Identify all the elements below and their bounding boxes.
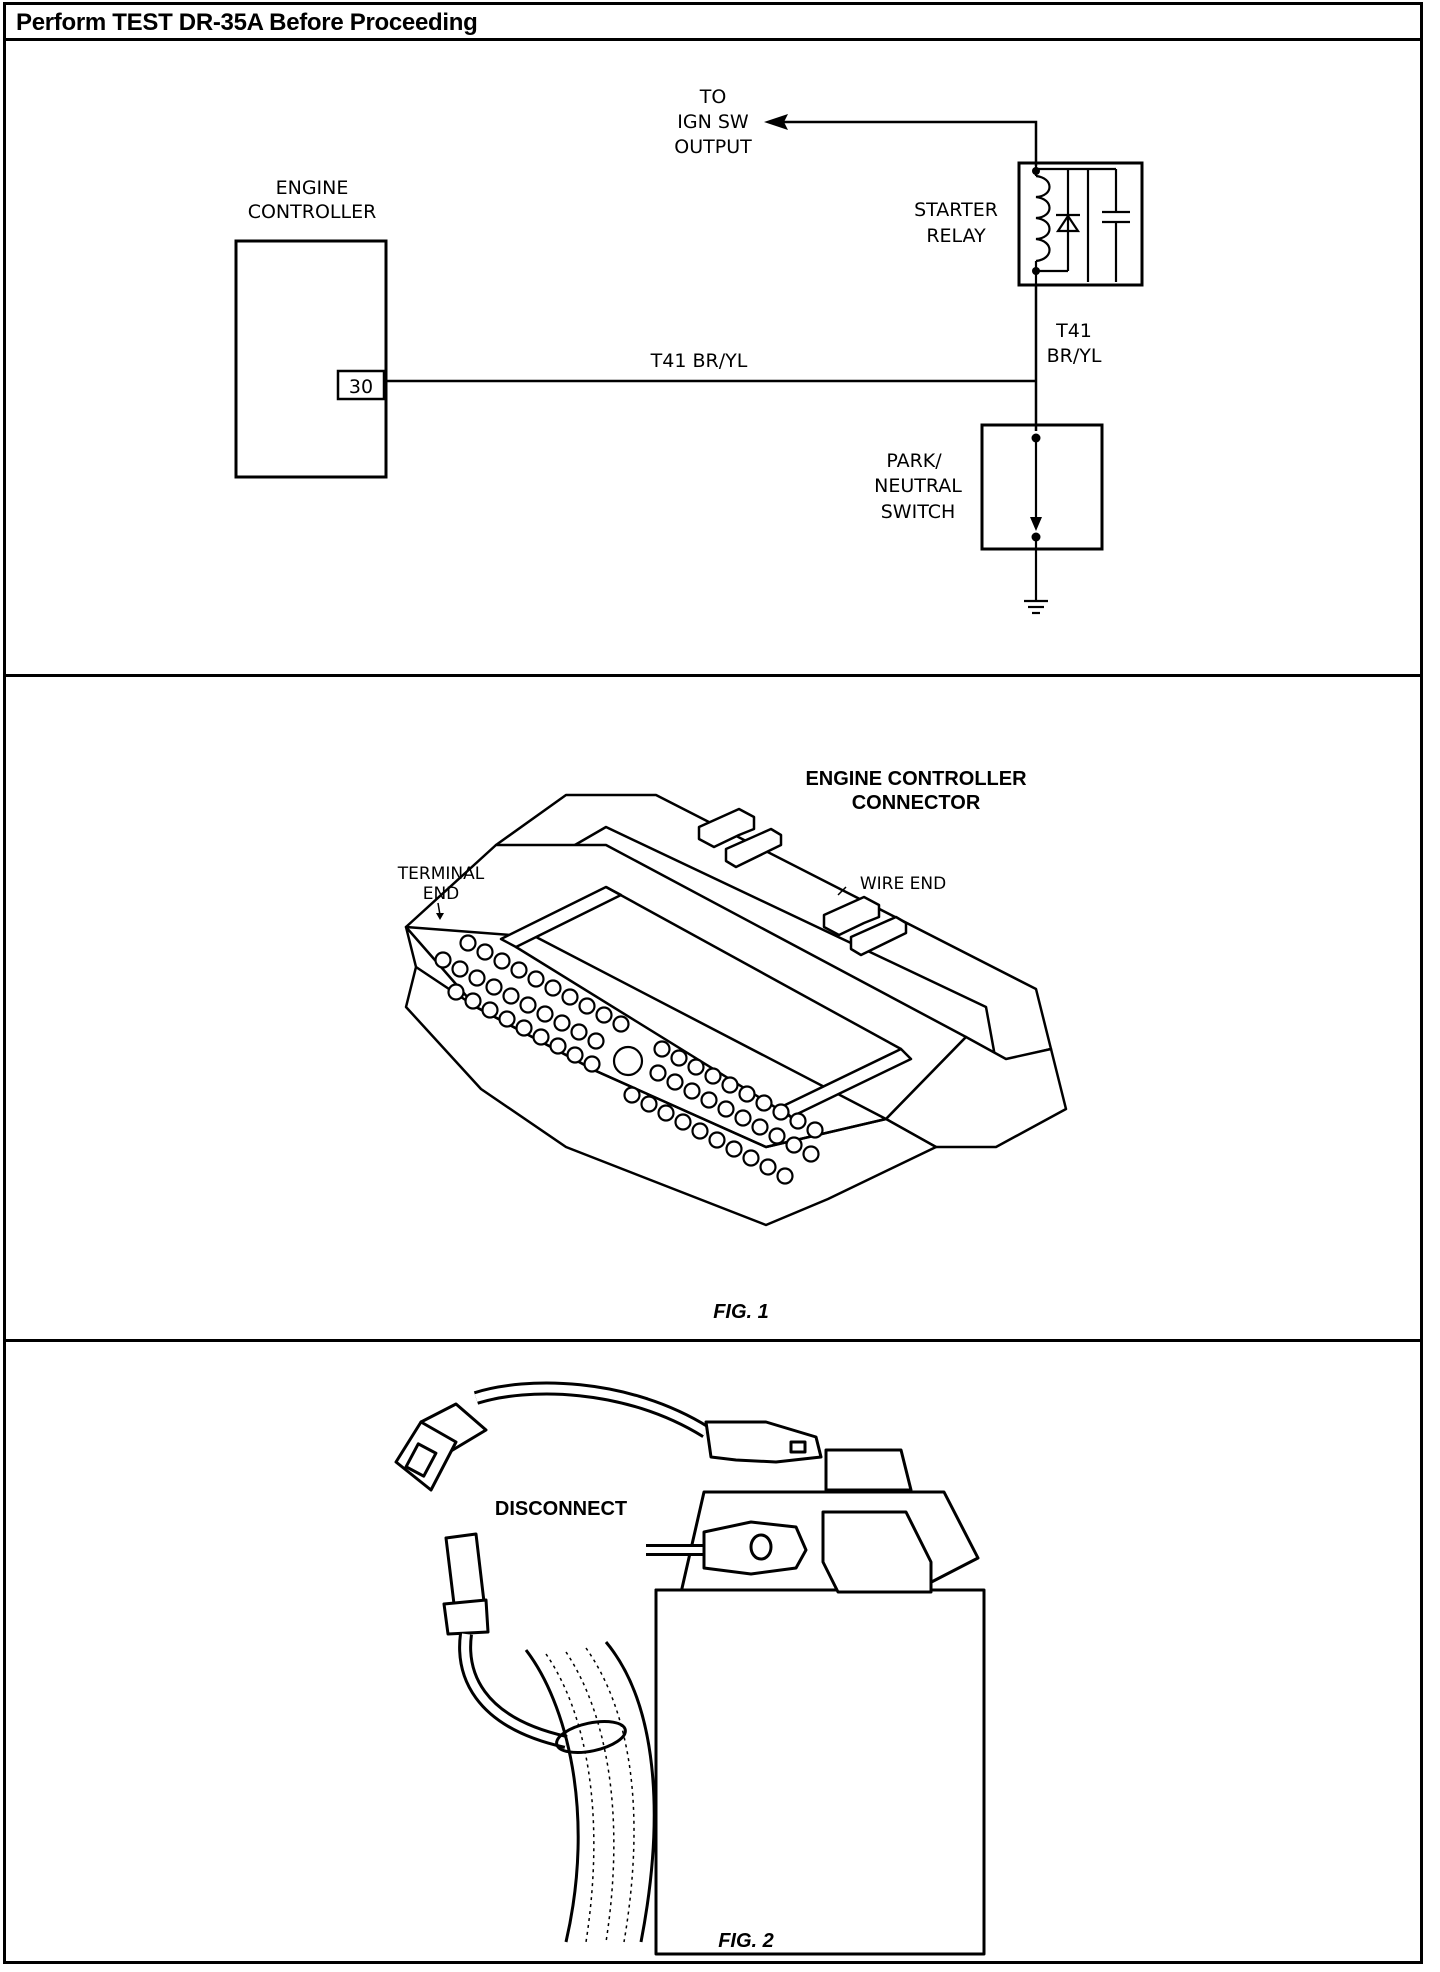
engine-controller-label-2: CONTROLLER xyxy=(248,201,377,223)
schematic-panel: ENGINE CONTROLLER 30 T41 BR/YL TO IGN SW… xyxy=(6,41,1420,677)
lower-cable-connector xyxy=(442,1532,568,1749)
pin-30-label: 30 xyxy=(349,376,373,398)
fig1-title-line2: CONNECTOR xyxy=(852,792,981,814)
engine-controller-connector-illustration: ENGINE CONTROLLER CONNECTOR xyxy=(397,768,1068,1323)
switch-arrow-icon xyxy=(1030,517,1042,531)
wire-label-vertical-1: T41 xyxy=(1055,320,1092,342)
arrow-left-icon xyxy=(764,114,788,130)
relay-coil-icon xyxy=(1034,166,1090,285)
wire-label-horizontal: T41 BR/YL xyxy=(650,350,748,372)
pin-30-box xyxy=(336,369,386,401)
capacitor-icon xyxy=(1088,167,1130,282)
disconnect-label: DISCONNECT xyxy=(495,1498,627,1520)
starter-relay-box xyxy=(1017,161,1144,287)
battery xyxy=(654,1448,986,1956)
upper-cable-connector xyxy=(394,1402,488,1492)
park-neutral-label-3: SWITCH xyxy=(881,501,956,523)
schematic-diagram: ENGINE CONTROLLER 30 T41 BR/YL TO IGN SW… xyxy=(234,86,1144,615)
fig1-title-line1: ENGINE CONTROLLER xyxy=(805,768,1027,790)
relay-node-top xyxy=(1032,167,1040,175)
engine-controller-box xyxy=(234,239,388,479)
connector-pins xyxy=(434,934,824,1185)
fig1-panel: ENGINE CONTROLLER CONNECTOR xyxy=(6,677,1420,1342)
engine-controller-label-1: ENGINE xyxy=(276,177,349,199)
starter-relay-label-2: RELAY xyxy=(926,225,986,247)
fig1-caption: FIG. 1 xyxy=(713,1301,769,1323)
ign-sw-label-2: IGN SW xyxy=(677,111,749,133)
wiring-harness xyxy=(524,1641,656,1943)
wire-to-ign-sw xyxy=(776,120,1038,166)
wire-end-label: WIRE END xyxy=(860,874,946,894)
header-bar: Perform TEST DR-35A Before Proceeding xyxy=(6,5,1420,41)
park-neutral-label-1: PARK/ xyxy=(886,450,942,472)
terminal-end-label-2: END xyxy=(423,884,460,904)
page-title: Perform TEST DR-35A Before Proceeding xyxy=(16,9,478,36)
positive-terminal-clamp xyxy=(646,1520,808,1576)
page-frame: Perform TEST DR-35A Before Proceeding EN… xyxy=(3,2,1423,1964)
battery-disconnect-illustration: DISCONNECT FIG. 2 xyxy=(394,1381,986,1956)
fig2-caption: FIG. 2 xyxy=(718,1930,774,1952)
park-neutral-switch-box xyxy=(980,423,1104,551)
negative-terminal-clamp xyxy=(473,1381,823,1464)
park-neutral-label-2: NEUTRAL xyxy=(874,475,962,497)
diode-icon xyxy=(1055,213,1081,233)
connector-body xyxy=(404,793,1068,1227)
relay-node-bottom xyxy=(1032,267,1040,275)
starter-relay-label-1: STARTER xyxy=(914,199,998,221)
wire-end-leader xyxy=(837,886,847,896)
terminal-end-arrow-icon xyxy=(436,913,444,920)
fig2-panel: DISCONNECT FIG. 2 xyxy=(6,1342,1420,1961)
ign-sw-label-3: OUTPUT xyxy=(674,136,752,158)
ign-sw-label-1: TO xyxy=(699,86,727,108)
wire-label-vertical-2: BR/YL xyxy=(1047,345,1102,367)
ground-icon xyxy=(1024,537,1048,615)
terminal-end-label-1: TERMINAL xyxy=(397,864,485,884)
